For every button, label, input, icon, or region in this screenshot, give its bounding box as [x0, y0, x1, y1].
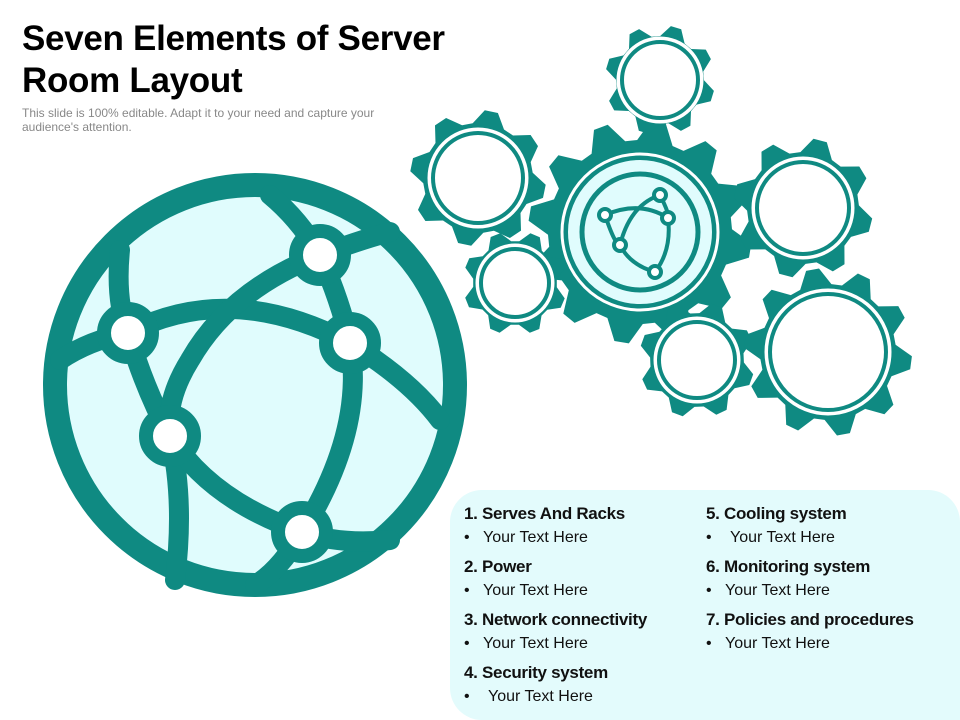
page-title: Seven Elements of Server Room Layout	[22, 19, 445, 100]
elements-panel: 1. Serves And Racks • Your Text Here 2. Po…	[450, 490, 960, 720]
gear-hole-inner	[564, 156, 716, 308]
element-item: 3. Network connectivity • Your Text Here	[464, 610, 647, 655]
bullet: •	[464, 529, 470, 546]
bullet: •	[706, 582, 712, 599]
gear-hole-inner	[755, 160, 851, 256]
element-item: 7. Policies and procedures • Your Text Her…	[706, 610, 914, 655]
element-text: Your Text Here	[483, 529, 588, 546]
element-heading: 6. Monitoring system	[706, 557, 871, 576]
gear-hole-inner	[479, 247, 551, 319]
gears-cluster	[410, 26, 912, 436]
bullet: •	[706, 635, 712, 652]
bullet: •	[464, 582, 470, 599]
element-heading: 2. Power	[464, 557, 532, 576]
element-item: 5. Cooling system • Your Text Here	[706, 504, 847, 549]
page-subtitle: This slide is 100% editable. Adapt it to…	[22, 106, 375, 134]
element-heading: 3. Network connectivity	[464, 610, 647, 629]
element-heading: 7. Policies and procedures	[706, 610, 914, 629]
gear-hole-inner	[620, 40, 700, 120]
element-item: 1. Serves And Racks • Your Text Here	[464, 504, 625, 549]
element-heading: 5. Cooling system	[706, 504, 847, 523]
element-text: Your Text Here	[488, 688, 593, 705]
gear-hole-inner	[657, 320, 737, 400]
element-text: Your Text Here	[483, 635, 588, 652]
element-heading: 1. Serves And Racks	[464, 504, 625, 523]
element-item: 4. Security system • Your Text Here	[464, 663, 608, 708]
element-heading: 4. Security system	[464, 663, 608, 682]
mini-globe-icon	[579, 171, 701, 293]
element-text: Your Text Here	[730, 529, 835, 546]
gear-hole-inner	[431, 131, 525, 225]
element-text: Your Text Here	[483, 582, 588, 599]
gear-hole-inner	[768, 292, 888, 412]
bullet: •	[464, 688, 470, 705]
element-item: 6. Monitoring system • Your Text Here	[706, 557, 870, 602]
element-text: Your Text Here	[725, 635, 830, 652]
globe-network-icon	[43, 173, 467, 597]
bullet: •	[706, 529, 712, 546]
element-text: Your Text Here	[725, 582, 830, 599]
bullet: •	[464, 635, 470, 652]
element-item: 2. Power • Your Text Here	[464, 557, 588, 602]
